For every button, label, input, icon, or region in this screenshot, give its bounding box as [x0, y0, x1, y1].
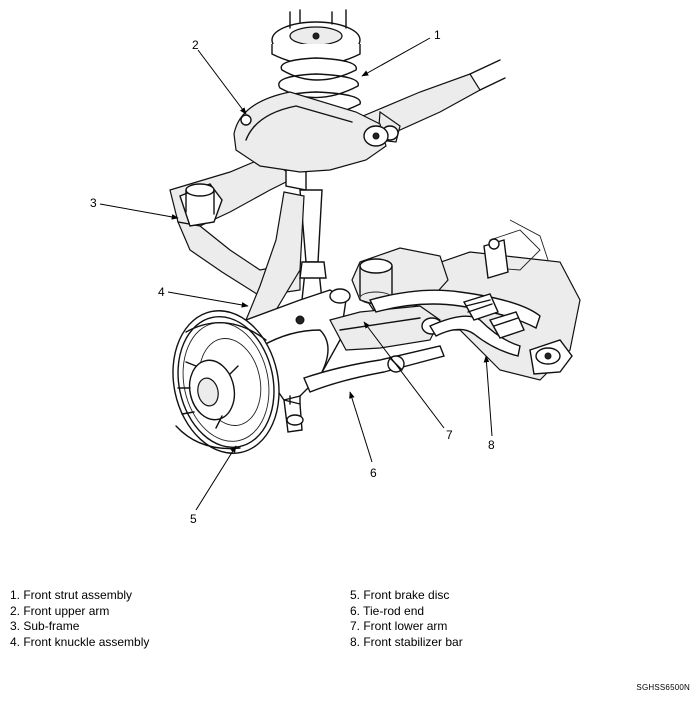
legend-item: 3. Sub-frame	[10, 619, 80, 633]
legend-item: 2. Front upper arm	[10, 603, 110, 618]
front-brake-disc	[172, 310, 280, 454]
callout-6: 6	[370, 466, 377, 480]
front-lower-arm	[329, 305, 443, 351]
leader-lines	[99, 37, 493, 511]
front-upper-arm	[233, 91, 389, 173]
legend-item: 4. Front knuckle assembly	[10, 634, 150, 649]
callout-1: 1	[434, 28, 441, 42]
legend-item: 5. Front brake disc	[350, 588, 450, 602]
callout-4: 4	[158, 285, 165, 299]
legend-item: 6. Tie-rod end	[350, 603, 425, 618]
callout-8: 8	[488, 438, 495, 452]
legend-left-column: 1. Front strut assembly 2. Front upper a…	[10, 588, 149, 650]
legend-item: 1. Front strut assembly	[10, 588, 133, 602]
figure-code: SGHSS6500N	[636, 683, 690, 692]
suspension-diagram	[99, 9, 581, 511]
legend-right-column: 5. Front brake disc 6. Tie-rod end 7. Fr…	[350, 588, 463, 650]
callout-7: 7	[446, 428, 453, 442]
callout-3: 3	[90, 196, 97, 210]
legend-item: 8. Front stabilizer bar	[350, 634, 463, 649]
legend-item: 7. Front lower arm	[350, 619, 448, 633]
callout-5: 5	[190, 512, 197, 526]
callout-2: 2	[192, 38, 199, 52]
front-stabilizer-bar	[368, 238, 541, 357]
